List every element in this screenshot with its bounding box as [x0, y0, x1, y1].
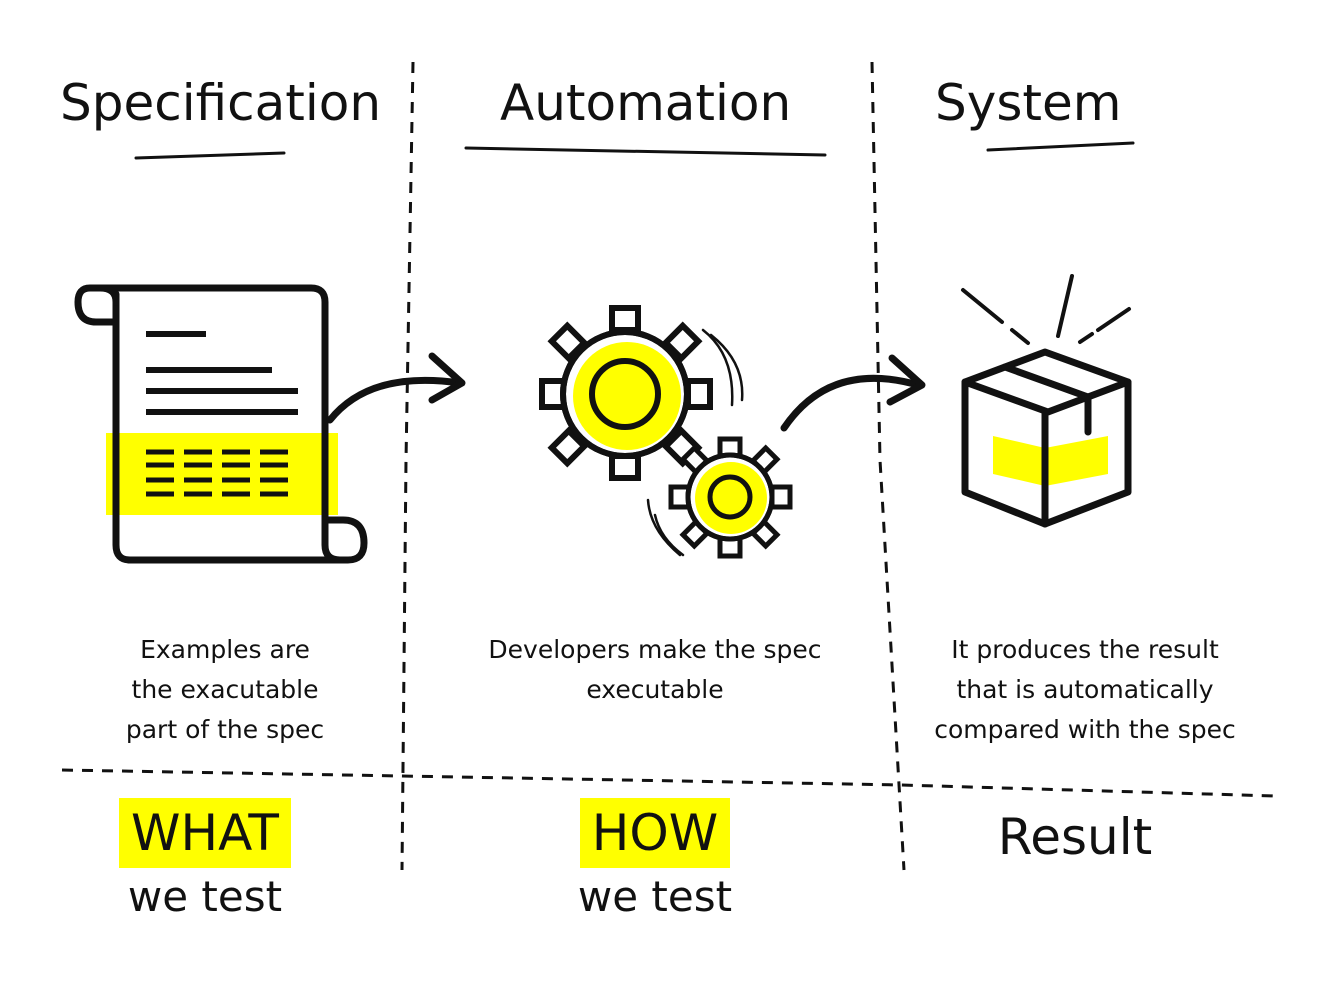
bottom-label-result: Result — [997, 808, 1153, 866]
column-description-specification: Examples are the exacutable part of the … — [90, 630, 360, 750]
title-underline-specification — [134, 151, 286, 160]
row-divider — [61, 768, 1276, 798]
description-line: executable — [586, 675, 724, 704]
column-description-automation: Developers make the spec executable — [470, 630, 840, 710]
arrow-right-icon-2 — [780, 354, 926, 432]
gears-icon — [539, 305, 793, 559]
bottom-label-how: HOW — [510, 798, 800, 868]
title-underline-system — [986, 141, 1135, 152]
highlight-what: WHAT — [119, 798, 291, 868]
bottom-sub-what: we test — [127, 872, 283, 921]
title-underline-automation — [464, 146, 827, 157]
description-line: Examples are — [140, 635, 310, 664]
column-description-system: It produces the result that is automatic… — [915, 630, 1255, 750]
description-line: Developers make the spec — [488, 635, 822, 664]
column-title-automation: Automation — [500, 74, 792, 132]
package-box-icon — [961, 274, 1132, 528]
description-line: the exacutable — [131, 675, 319, 704]
description-line: part of the spec — [125, 715, 325, 744]
highlight-how: HOW — [579, 798, 731, 868]
column-divider-1 — [400, 61, 415, 871]
document-scroll-icon — [74, 284, 368, 564]
description-line: It produces the result — [951, 635, 1219, 664]
column-divider-2 — [870, 61, 906, 871]
column-title-system: System — [935, 74, 1122, 132]
bottom-sub-how: we test — [577, 872, 733, 921]
description-line: that is automatically — [956, 675, 1214, 704]
column-title-specification: Specification — [60, 74, 382, 132]
arrow-right-icon-1 — [326, 352, 466, 424]
bottom-label-what: WHAT — [60, 798, 350, 868]
description-line: compared with the spec — [934, 715, 1236, 744]
